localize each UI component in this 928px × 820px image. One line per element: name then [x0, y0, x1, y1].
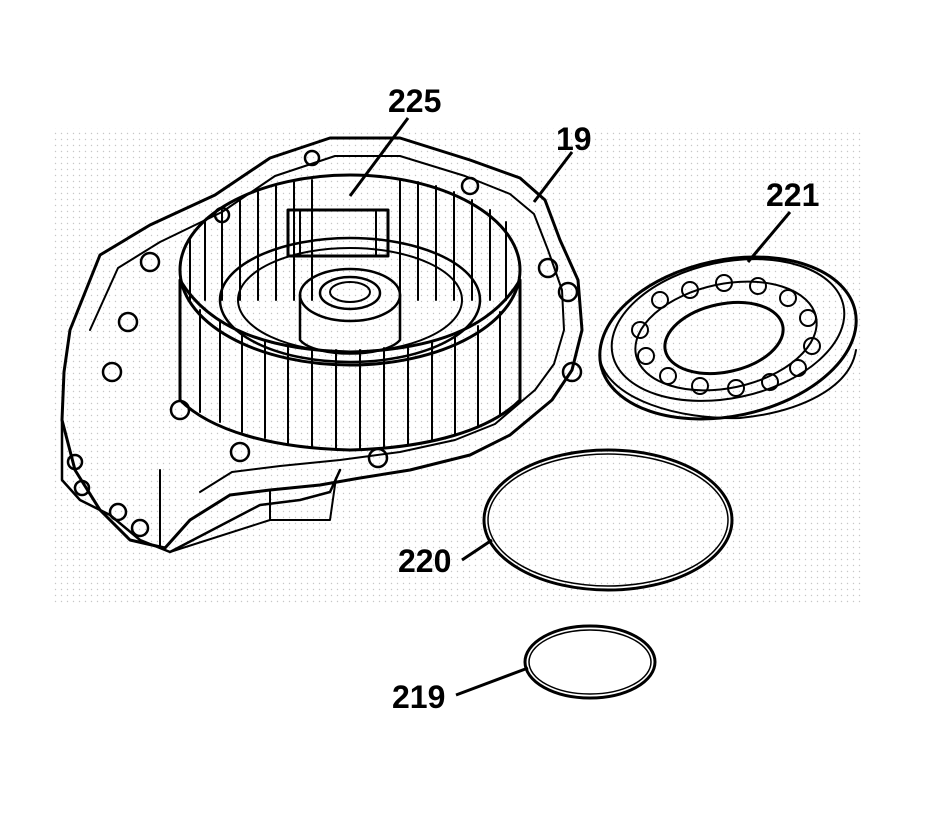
callout-219: 219 — [392, 679, 445, 715]
callout-220: 220 — [398, 543, 451, 579]
small-seal-ring-part-219 — [523, 624, 657, 700]
case-housing-part-19 — [60, 136, 584, 554]
plate-part-221 — [598, 255, 858, 421]
leader-225 — [348, 117, 410, 197]
leader-19 — [532, 151, 574, 203]
plate-holes — [631, 274, 821, 397]
callout-225: 225 — [388, 83, 441, 119]
leader-219 — [455, 666, 529, 697]
large-seal-ring-part-220 — [482, 448, 734, 592]
callout-221: 221 — [766, 177, 819, 213]
callout-19: 19 — [556, 121, 592, 157]
leader-220 — [461, 538, 493, 562]
leader-221 — [746, 211, 792, 263]
